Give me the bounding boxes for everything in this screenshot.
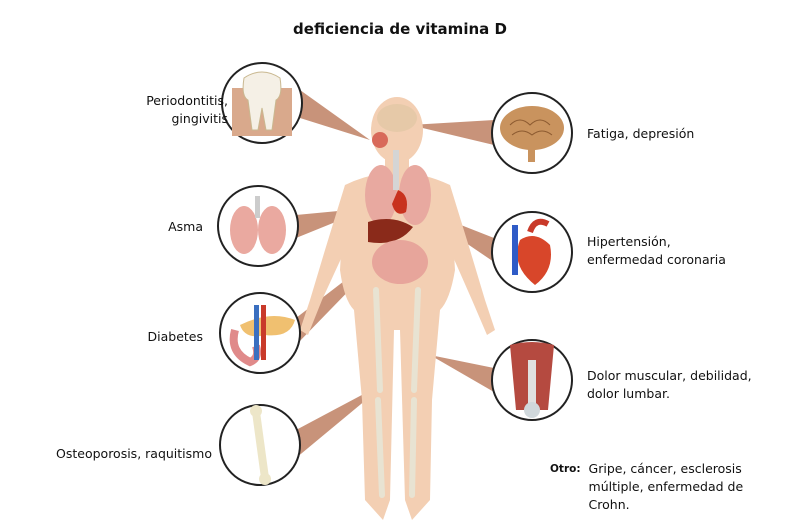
organs (365, 104, 431, 498)
label-dolor: Dolor muscular, debilidad, dolor lumbar. (587, 368, 752, 401)
pointer-muscle (430, 355, 494, 392)
bone-icon (250, 405, 271, 485)
pointer-teeth (300, 90, 370, 140)
muscle-icon (510, 342, 554, 418)
diagram-title: deficiencia de vitamina D (293, 20, 507, 38)
lungs-icon (230, 196, 286, 254)
label-fatiga: Fatiga, depresión (587, 126, 695, 141)
brain-icon (500, 106, 564, 162)
label-diabetes: Diabetes (147, 329, 204, 344)
label-asma: Asma (168, 219, 203, 234)
label-hipertension: Hipertensión, enfermedad coronaria (587, 234, 726, 267)
other-text: Gripe, cáncer, esclerosis múltiple, enfe… (588, 461, 744, 512)
heart-icon (512, 218, 551, 285)
pointer-brain (410, 120, 494, 145)
other-label: Otro: (550, 463, 581, 475)
pancreas-icon (229, 305, 295, 367)
other-conditions: Otro: Gripe, cáncer, esclerosis múltiple… (550, 460, 759, 514)
label-periodontitis: Periodontitis, gingivitis (146, 93, 228, 126)
label-osteoporosis: Osteoporosis, raquitismo (56, 446, 212, 461)
tooth-icon (232, 71, 292, 136)
